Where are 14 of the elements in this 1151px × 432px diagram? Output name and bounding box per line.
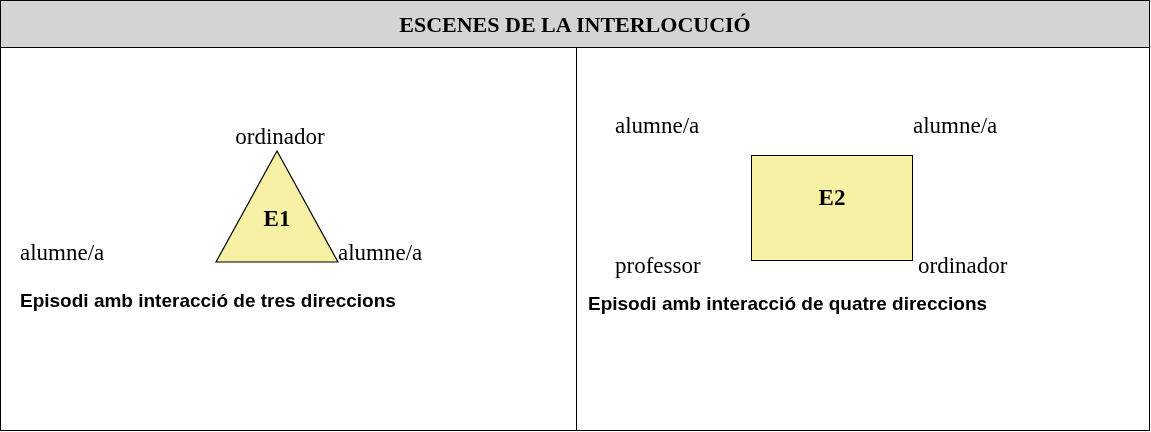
vertex-label: ordinador (234, 123, 326, 151)
triangle-shape (215, 150, 339, 263)
vertex-label: ordinador (918, 252, 1009, 280)
square-shape (751, 155, 913, 261)
vertex-label: alumne/a (913, 112, 999, 140)
vertex-label: alumne/a (20, 239, 106, 267)
caption: Episodi amb interacció de tres direccions (20, 289, 397, 313)
title: ESCENES DE LA INTERLOCUCIÓ (399, 10, 751, 39)
vertex-label: alumne/a (615, 112, 701, 140)
caption: Episodi amb interacció de quatre direccions (588, 292, 989, 316)
shape-label: E2 (817, 184, 847, 212)
vertex-label: professor (615, 252, 702, 280)
shape-label: E1 (262, 205, 292, 233)
vertex-label: alumne/a (338, 239, 424, 267)
